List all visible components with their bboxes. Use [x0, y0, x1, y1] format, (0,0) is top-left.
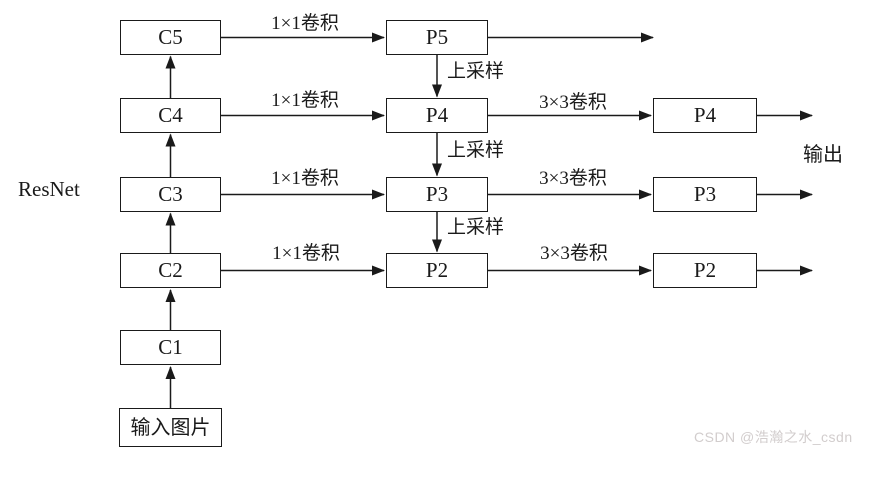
- edge-label-conv1x1-c2: 1×1卷积: [272, 243, 340, 264]
- node-p3-head: P3: [653, 177, 757, 212]
- node-c2: C2: [120, 253, 221, 288]
- node-c4: C4: [120, 98, 221, 133]
- edge-label-conv1x1-c5: 1×1卷积: [271, 13, 339, 34]
- node-p4: P4: [386, 98, 488, 133]
- output-label: 输出: [803, 144, 843, 166]
- edge-label-conv1x1-c4: 1×1卷积: [271, 90, 339, 111]
- node-c3: C3: [120, 177, 221, 212]
- edge-label-conv3x3-p4: 3×3卷积: [539, 92, 607, 113]
- edge-label-conv3x3-p2: 3×3卷积: [540, 243, 608, 264]
- edge-label-upsample-p3p2: 上采样: [447, 217, 505, 238]
- node-input-image: 输入图片: [119, 408, 222, 447]
- node-c5: C5: [120, 20, 221, 55]
- edge-label-conv3x3-p3: 3×3卷积: [539, 168, 607, 189]
- node-p2: P2: [386, 253, 488, 288]
- node-p5: P5: [386, 20, 488, 55]
- edge-label-conv1x1-c3: 1×1卷积: [271, 168, 339, 189]
- node-p2-head: P2: [653, 253, 757, 288]
- node-p3: P3: [386, 177, 488, 212]
- node-p4-head: P4: [653, 98, 757, 133]
- backbone-label: ResNet: [18, 177, 80, 201]
- node-c1: C1: [120, 330, 221, 365]
- watermark: CSDN @浩瀚之水_csdn: [694, 429, 853, 445]
- edge-label-upsample-p4p3: 上采样: [447, 140, 505, 161]
- edge-label-upsample-p5p4: 上采样: [447, 61, 505, 82]
